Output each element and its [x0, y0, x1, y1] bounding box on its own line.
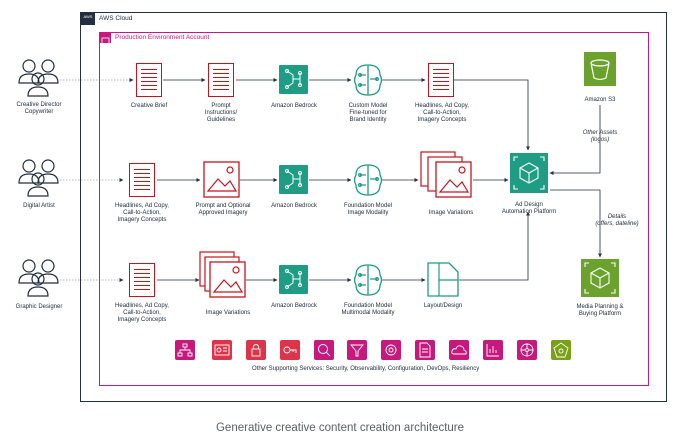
- document-icon: [129, 263, 155, 297]
- cloud-icon: [449, 340, 469, 360]
- row2-output-label: Image Variations: [428, 210, 474, 216]
- image-variations-icon: [420, 151, 472, 198]
- layout-design-label: Layout/Design: [423, 303, 463, 309]
- production-account-boundary: Production Environment Account: [99, 32, 649, 386]
- other-assets-label: Other Assets (logos): [582, 130, 618, 143]
- aws-cloud-logo-icon: AWS: [81, 13, 95, 25]
- org-icon: [175, 340, 195, 360]
- health-icon: [551, 340, 571, 360]
- image-icon: [203, 161, 240, 198]
- users-icon: [18, 159, 59, 197]
- doc-icon: [415, 340, 435, 360]
- bedrock-icon: [279, 265, 308, 294]
- figure-caption: Generative creative content creation arc…: [215, 422, 465, 434]
- custom-model-label: Custom Model Fine-tuned for Brand Identi…: [348, 103, 388, 123]
- aws-logo-text: AWS: [83, 14, 93, 19]
- s3-icon: [584, 52, 616, 86]
- identity-icon: [212, 340, 232, 360]
- details-label: Details (offers, dateline): [595, 214, 639, 227]
- persona-label: Digital Artist: [23, 203, 55, 209]
- aws-cloud-title: AWS Cloud: [99, 15, 133, 22]
- document-icon: [129, 163, 155, 197]
- pipeline-icon: [347, 340, 367, 360]
- document-icon: [208, 63, 234, 97]
- cluster-icon: [517, 340, 537, 360]
- brain-model-icon: [353, 164, 383, 196]
- key-icon: [280, 340, 300, 360]
- bedrock-label: Amazon Bedrock: [271, 203, 317, 209]
- layout-design-icon: [427, 262, 459, 297]
- ad-platform-icon: [510, 153, 548, 193]
- media-platform-label: Media Planning & Buying Platform: [576, 304, 624, 317]
- bedrock-label: Amazon Bedrock: [271, 103, 317, 109]
- media-platform-icon: [581, 259, 619, 297]
- aws-cloud-boundary: AWS AWS Cloud: [80, 12, 667, 402]
- production-account-title: Production Environment Account: [115, 34, 210, 41]
- search-icon: [314, 340, 334, 360]
- row2-prompt-label: Prompt and Optional Approved Imagery: [195, 203, 251, 216]
- row2-input-label: Headlines, Ad Copy, Call-to-Action, Imag…: [115, 203, 169, 223]
- row3-input-label: Headlines, Ad Copy, Call-to-Action, Imag…: [115, 303, 169, 323]
- users-icon: [18, 259, 59, 297]
- row3-model-label: Foundation Model Multimodal Modality: [341, 303, 395, 316]
- settings-icon: [381, 340, 401, 360]
- persona-label: Graphic Designer: [15, 304, 63, 310]
- users-icon: [18, 59, 59, 97]
- ad-platform-label: Ad Design Automation Platform: [501, 202, 557, 215]
- bedrock-icon: [279, 165, 308, 194]
- row2-model-label: Foundation Model Image Modality: [343, 203, 393, 216]
- document-icon: [428, 63, 454, 97]
- creative-brief-label: Creative Brief: [130, 103, 168, 109]
- chart-icon: [483, 340, 503, 360]
- brain-model-icon: [353, 64, 383, 96]
- prompt-instructions-label: Prompt Instructions/ Guidelines: [204, 103, 238, 123]
- image-variations-icon: [199, 251, 246, 298]
- row3-images-label: Image Variations: [205, 310, 251, 316]
- supporting-services-label: Other Supporting Services: Security, Obs…: [252, 366, 480, 372]
- brain-model-icon: [353, 264, 383, 296]
- account-icon: [100, 33, 111, 45]
- bedrock-icon: [279, 65, 308, 94]
- bedrock-label: Amazon Bedrock: [271, 303, 317, 309]
- row1-output-label: Headlines, Ad Copy, Call-to-Action, Imag…: [415, 103, 469, 123]
- lock-icon: [246, 340, 266, 360]
- s3-label: Amazon S3: [584, 97, 616, 103]
- persona-label: Creative Director Copywriter: [16, 102, 62, 115]
- document-icon: [136, 63, 162, 97]
